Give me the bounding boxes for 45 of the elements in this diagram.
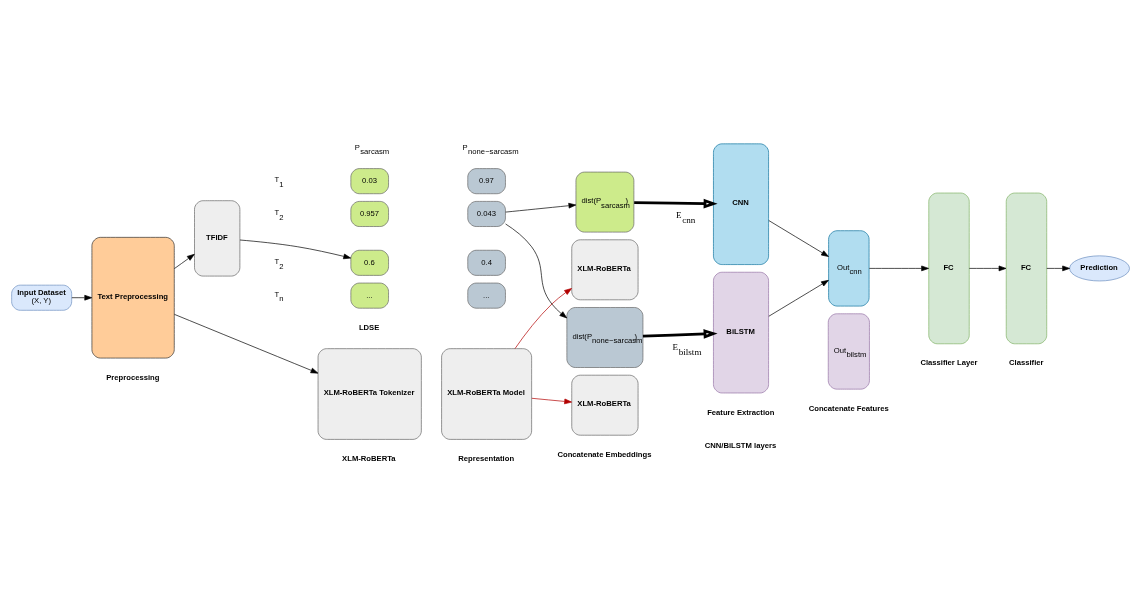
label: Feature Extraction bbox=[707, 407, 775, 417]
arrow bbox=[505, 223, 568, 318]
node-box: TFIDF bbox=[194, 199, 241, 276]
node-box: FC bbox=[928, 192, 970, 344]
arrow bbox=[968, 265, 1007, 271]
label: Classifier Layer bbox=[920, 357, 978, 367]
node-box: FC bbox=[1005, 192, 1048, 344]
arrow bbox=[642, 328, 718, 339]
arrow bbox=[239, 239, 352, 259]
node-box: CNN bbox=[713, 142, 769, 265]
label: Preprocessing bbox=[106, 372, 160, 382]
node-box: 0.4 bbox=[467, 249, 506, 276]
label: CNN/BiLSTM layers bbox=[704, 440, 777, 450]
node-box: XLM-RoBERTa bbox=[571, 238, 639, 300]
node-box: 0.6 bbox=[350, 249, 389, 276]
arrow bbox=[868, 265, 929, 271]
node-box: 0.043 bbox=[467, 200, 506, 227]
arrow bbox=[634, 198, 718, 208]
arrow bbox=[531, 397, 572, 404]
node-box: XLM-RoBERTa Tokenizer bbox=[317, 347, 422, 440]
node-box: ... bbox=[350, 282, 389, 309]
label: Concatenate Features bbox=[808, 403, 889, 413]
label: XLM-RoBERTa bbox=[342, 453, 396, 463]
arrow bbox=[1046, 265, 1070, 271]
arrow bbox=[768, 279, 829, 317]
node-box: 0.957 bbox=[350, 200, 389, 227]
node-ellipse: Prediction bbox=[1069, 255, 1130, 281]
node-box: Input Dataset (X, Y) bbox=[11, 284, 72, 311]
arrow bbox=[514, 287, 572, 349]
arrow bbox=[768, 219, 829, 257]
arrow bbox=[174, 253, 195, 269]
label: Representation bbox=[458, 453, 515, 463]
arrow bbox=[505, 202, 577, 212]
node-box: 0.03 bbox=[350, 167, 389, 194]
node-box: XLM-RoBERTa Model bbox=[441, 347, 532, 440]
node-box: Text Preprocessing bbox=[91, 236, 175, 358]
node-box: 0.97 bbox=[467, 167, 506, 194]
node-box: ... bbox=[467, 282, 506, 309]
label: Concatenate Embeddings bbox=[557, 449, 652, 459]
label: LDSE bbox=[358, 322, 380, 332]
label: Classifier bbox=[1009, 357, 1044, 367]
node-box: XLM-RoBERTa bbox=[571, 374, 639, 436]
arrow bbox=[71, 294, 93, 300]
node-box: BiLSTM bbox=[713, 271, 769, 393]
arrow bbox=[174, 313, 319, 373]
